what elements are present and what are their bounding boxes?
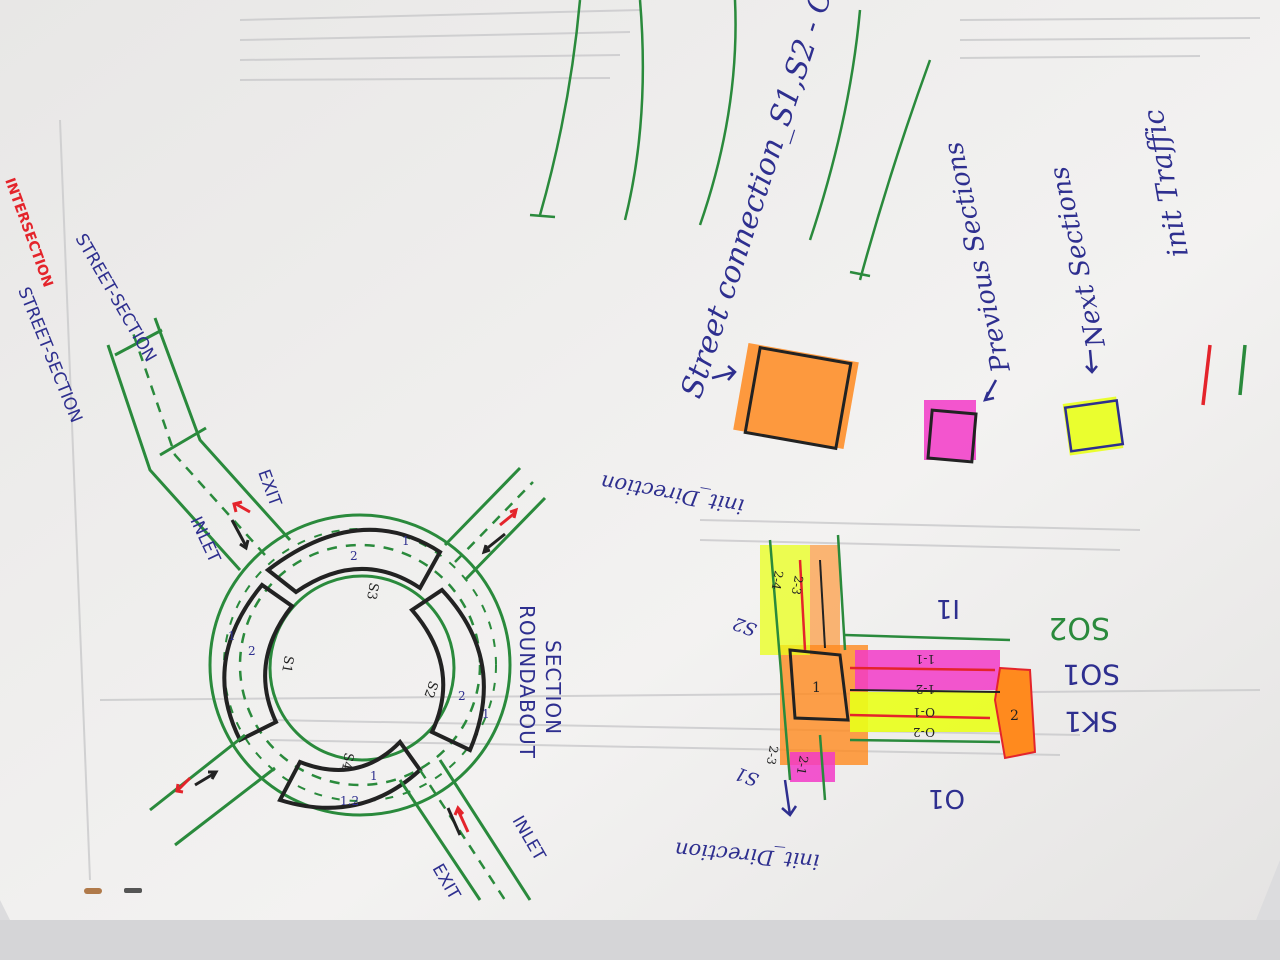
label-so2: SO2 bbox=[1048, 610, 1110, 645]
label-lane-1: 1 bbox=[812, 680, 821, 696]
roundabout-island bbox=[268, 574, 456, 762]
lane-mark-4: 1 bbox=[482, 707, 490, 721]
segment-s1: S1 bbox=[278, 654, 296, 674]
segment-outline-right bbox=[409, 587, 486, 753]
roundabout-dashed-lane-outer bbox=[223, 528, 497, 802]
inlet-label-bottom: INLET bbox=[508, 813, 550, 865]
intersection-detail bbox=[760, 534, 1037, 817]
label-i1: I1 bbox=[936, 593, 960, 623]
intersection-label: INTERSECTION bbox=[1, 176, 55, 290]
road-top-left bbox=[106, 317, 292, 572]
label-1-2: 1-2 bbox=[916, 682, 935, 696]
roundabout-title-2: SECTION bbox=[541, 640, 565, 735]
label-s2: S2 bbox=[730, 612, 760, 640]
label-sk1: SK1 bbox=[1064, 705, 1118, 738]
labels: ROUNDABOUT SECTION STREET-SECTION STREET… bbox=[1, 0, 1195, 904]
previous-sections-label: Previous Sections bbox=[939, 139, 1017, 376]
road-bottom-right bbox=[398, 759, 532, 901]
roundabout-outer-ring bbox=[208, 513, 512, 817]
init-traffic-label: init Traffic bbox=[1136, 106, 1194, 259]
inlet-label-top: INLET bbox=[185, 514, 224, 567]
swatch-yellow bbox=[1062, 396, 1124, 456]
next-sections-label: Next Sections bbox=[1044, 164, 1112, 351]
lane-mark-7: 1 bbox=[370, 769, 378, 783]
segment-outline-bottom bbox=[277, 738, 423, 810]
label-2-3-b: 2-3 bbox=[764, 744, 781, 765]
init-direction-top: init_Direction bbox=[599, 470, 746, 519]
label-1-1: 1-1 bbox=[916, 652, 935, 666]
paper-bottom-strip bbox=[0, 920, 1280, 960]
segment-s4: S4 bbox=[338, 751, 356, 771]
init-direction-bottom: init_Direction bbox=[674, 837, 821, 874]
label-lane-2: 2 bbox=[1010, 708, 1019, 724]
label-o-1: O-1 bbox=[913, 705, 935, 719]
staple bbox=[84, 888, 142, 894]
street-section-label-1: STREET-SECTION bbox=[71, 231, 160, 366]
swatch-orange bbox=[733, 342, 859, 450]
lane-mark-5: 1 bbox=[228, 629, 236, 643]
road-top-right bbox=[443, 466, 547, 582]
label-2-1: 2-1 bbox=[794, 754, 811, 775]
roundabout-title-1: ROUNDABOUT bbox=[515, 605, 539, 759]
road-bottom-left bbox=[149, 733, 276, 847]
lane-mark-8: 1.2 bbox=[340, 794, 359, 808]
label-o1: O1 bbox=[928, 783, 965, 813]
traffic-arrows bbox=[175, 500, 519, 836]
label-s1: S1 bbox=[732, 762, 762, 790]
street-section-label-2: STREET-SECTION bbox=[13, 284, 86, 425]
lane-mark-2: 1 bbox=[402, 534, 410, 548]
legend-swatches bbox=[711, 342, 1247, 464]
roundabout-dashed-lane bbox=[238, 543, 482, 787]
lane-mark-3: 2 bbox=[458, 689, 466, 703]
label-so1: SO1 bbox=[1062, 658, 1120, 691]
section-lines-top bbox=[529, 0, 932, 281]
segment-s2: S2 bbox=[420, 679, 440, 700]
label-2-3-a: 2-3 bbox=[789, 574, 806, 595]
segment-outline-top bbox=[264, 527, 443, 595]
lane-mark-6: 2 bbox=[248, 644, 256, 658]
label-2-4: 2-4 bbox=[769, 569, 786, 591]
lane-mark-1: 2 bbox=[350, 549, 358, 563]
segment-s3: S3 bbox=[363, 581, 381, 601]
label-o-2: O-2 bbox=[913, 725, 935, 739]
roundabout-diagram bbox=[106, 317, 547, 901]
street-connection-label: Street connection_S1,S2 - O1-I1 bbox=[674, 0, 858, 402]
